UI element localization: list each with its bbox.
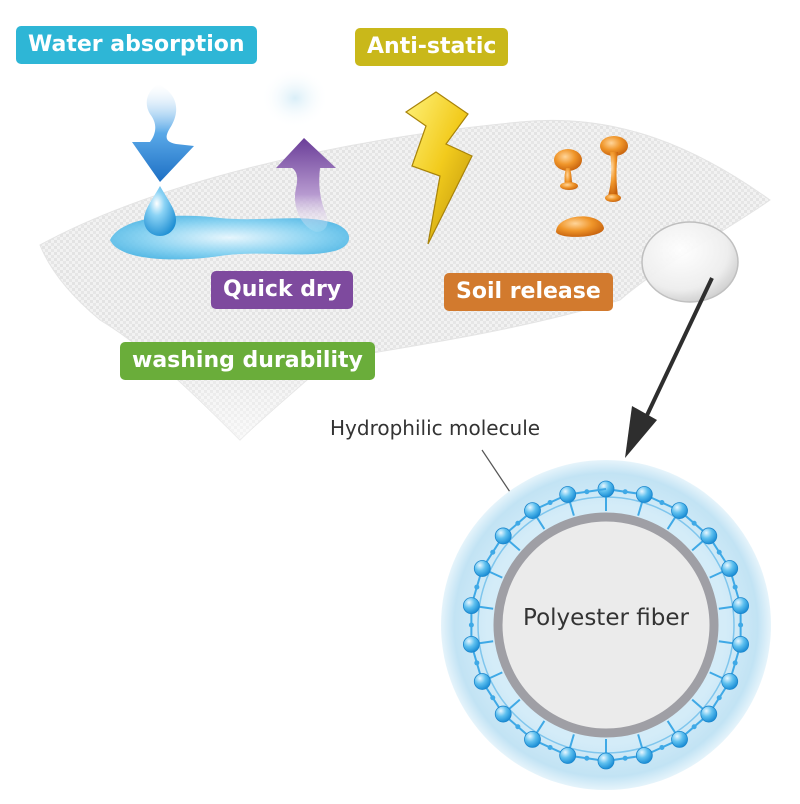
molecule-bond-dot	[547, 500, 553, 506]
molecule-node	[700, 527, 718, 545]
molecule-bond-dot	[659, 500, 665, 506]
molecule-node	[732, 597, 750, 615]
polyester-fiber-core	[493, 512, 719, 738]
molecule-node	[671, 731, 688, 748]
molecule-bond-dot	[691, 724, 697, 730]
down-arrow-icon	[132, 84, 194, 182]
up-arrow-icon	[276, 138, 336, 232]
molecule-bond-dot	[584, 489, 590, 495]
molecule-node	[473, 560, 491, 577]
oil-droplet-icon	[554, 136, 628, 237]
molecule-bond-dot	[468, 622, 474, 628]
molecule-bond-dot	[515, 724, 521, 730]
molecule-bond-dot	[738, 622, 744, 628]
hydrophilic-molecule-label: Hydrophilic molecule	[330, 416, 541, 440]
molecule-node	[597, 752, 615, 770]
molecule-node	[635, 486, 653, 503]
molecule-node	[473, 673, 491, 690]
water-drop-icon	[144, 186, 176, 236]
molecule-node	[721, 560, 739, 577]
molecule-node	[559, 747, 577, 764]
anti-static-badge: Anti-static	[355, 28, 509, 66]
soil-release-badge: Soil release	[444, 273, 613, 311]
molecule-bond-dot	[716, 695, 722, 701]
fiber-cross-section	[441, 460, 771, 790]
molecule-bond-dot	[474, 660, 480, 666]
molecule-bond-dot	[659, 744, 665, 750]
molecule-bond-dot	[732, 660, 738, 666]
magnifier-circle-icon	[641, 221, 739, 303]
molecule-bond-dot	[490, 695, 496, 701]
molecule-bond-dot	[584, 755, 590, 761]
hydrophilic-molecule-chain	[462, 480, 750, 770]
water-absorption-badge: Water absorption	[16, 26, 257, 64]
molecule-node	[462, 597, 480, 615]
molecule-node	[671, 502, 688, 519]
molecule-bond-dot	[732, 584, 738, 590]
molecule-node	[700, 705, 718, 723]
molecule-node	[559, 486, 577, 503]
molecule-bond-dot	[515, 520, 521, 526]
vapor-cloud	[261, 68, 329, 128]
molecule-node	[524, 502, 541, 519]
molecule-bond-dot	[622, 755, 628, 761]
hydrophilic-leader-line	[481, 449, 511, 493]
molecule-bond-dot	[474, 584, 480, 590]
molecule-bond-dot	[547, 744, 553, 750]
molecule-node	[721, 673, 739, 690]
molecule-bond-dot	[622, 489, 628, 495]
molecule-bond-dot	[490, 549, 496, 555]
molecule-node	[732, 635, 750, 653]
molecule-node	[462, 635, 480, 653]
molecule-node	[494, 527, 512, 545]
quick-dry-badge: Quick dry	[211, 271, 354, 309]
molecule-node	[524, 731, 541, 748]
lightning-bolt-icon	[404, 91, 473, 245]
washing-durability-badge: washing durability	[120, 342, 375, 380]
molecule-bond-dot	[691, 520, 697, 526]
molecule-node	[635, 747, 653, 764]
molecule-node	[494, 705, 512, 723]
pointer-arrow	[625, 277, 714, 458]
polyester-fiber-label: Polyester fiber	[523, 605, 689, 631]
molecule-bond-dot	[716, 549, 722, 555]
